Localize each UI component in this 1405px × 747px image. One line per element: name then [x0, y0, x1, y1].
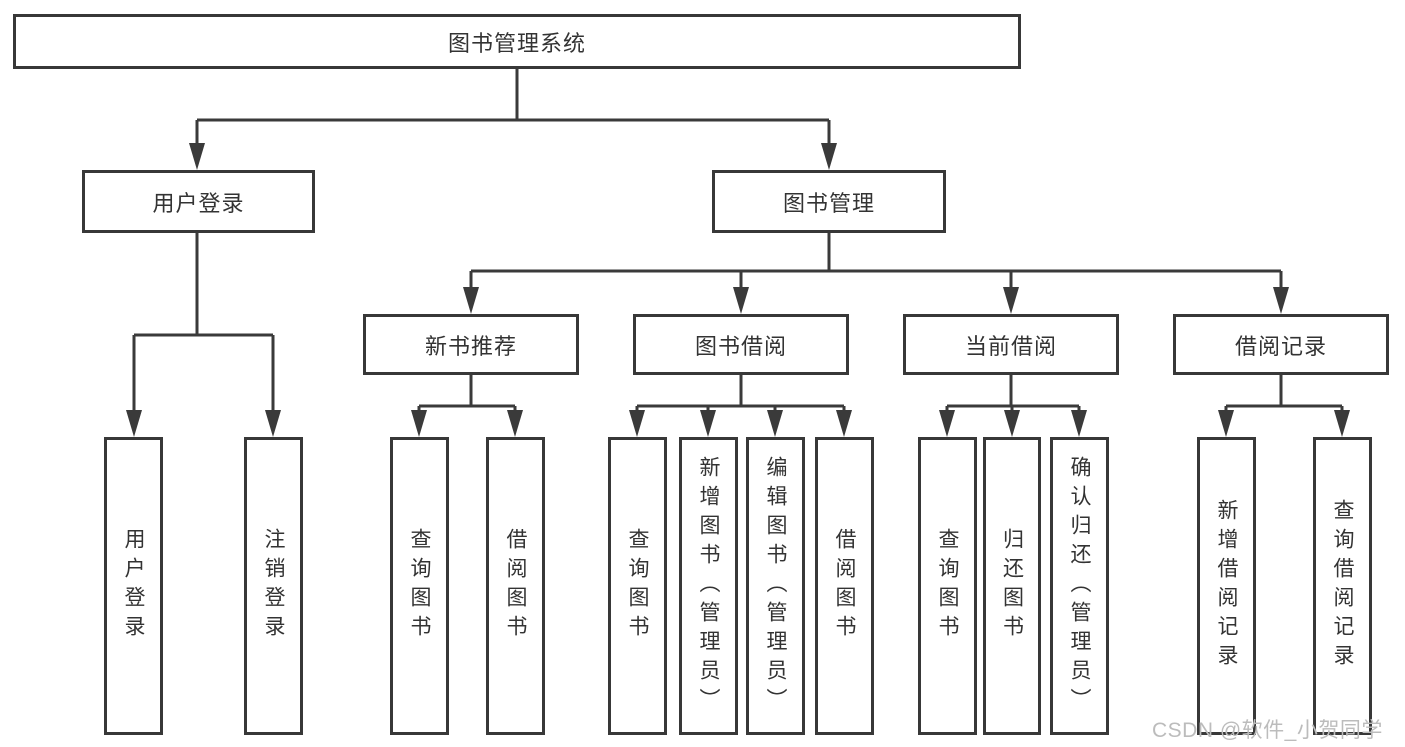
node-user-login: 用户登录	[82, 170, 315, 233]
leaf-confirm-return-admin-label: 确认归还（管理员）	[1068, 455, 1091, 717]
leaf-query-book-recommend: 查询图书	[390, 437, 449, 735]
node-book-borrow: 图书借阅	[633, 314, 849, 375]
leaf-add-borrow-record-label: 新增借阅记录	[1215, 499, 1238, 673]
leaf-query-book-borrow: 查询图书	[608, 437, 667, 735]
watermark: CSDN @软件_小贺同学	[1152, 719, 1383, 742]
leaf-edit-book-admin: 编辑图书（管理员）	[746, 437, 805, 735]
node-root: 图书管理系统	[13, 14, 1021, 69]
node-borrow-records: 借阅记录	[1173, 314, 1389, 375]
leaf-return-book-label: 归还图书	[1000, 528, 1024, 644]
leaf-confirm-return-admin: 确认归还（管理员）	[1050, 437, 1109, 735]
leaf-add-borrow-record: 新增借阅记录	[1197, 437, 1256, 735]
node-user-login-label: 用户登录	[152, 190, 245, 216]
node-borrow-records-label: 借阅记录	[1234, 333, 1327, 359]
leaf-query-borrow-record: 查询借阅记录	[1313, 437, 1372, 735]
node-book-management-label: 图书管理	[782, 190, 875, 216]
leaf-user-login-label: 用户登录	[122, 528, 145, 644]
leaf-query-borrow-record-label: 查询借阅记录	[1331, 499, 1354, 673]
leaf-borrow-book-label: 借阅图书	[833, 528, 856, 644]
leaf-borrow-book-recommend: 借阅图书	[486, 437, 545, 735]
leaf-add-book-admin-label: 新增图书（管理员）	[697, 455, 720, 717]
node-book-borrow-label: 图书借阅	[694, 333, 787, 359]
leaf-query-book-borrow-label: 查询图书	[626, 528, 649, 644]
leaf-edit-book-admin-label: 编辑图书（管理员）	[764, 455, 787, 717]
node-current-borrow-label: 当前借阅	[964, 333, 1057, 359]
node-new-book-recommend: 新书推荐	[363, 314, 579, 375]
leaf-logout-login-label: 注销登录	[262, 528, 285, 644]
node-new-book-recommend-label: 新书推荐	[424, 333, 517, 359]
leaf-borrow-book-recommend-label: 借阅图书	[504, 528, 527, 644]
leaf-return-book: 归还图书	[983, 437, 1041, 735]
node-root-label: 图书管理系统	[447, 30, 586, 56]
leaf-query-book-recommend-label: 查询图书	[408, 528, 431, 644]
node-current-borrow: 当前借阅	[903, 314, 1119, 375]
leaf-user-login: 用户登录	[104, 437, 163, 735]
leaf-borrow-book: 借阅图书	[815, 437, 874, 735]
node-book-management: 图书管理	[712, 170, 946, 233]
leaf-add-book-admin: 新增图书（管理员）	[679, 437, 738, 735]
leaf-query-book-current: 查询图书	[918, 437, 977, 735]
leaf-query-book-current-label: 查询图书	[936, 528, 959, 644]
leaf-logout-login: 注销登录	[244, 437, 303, 735]
